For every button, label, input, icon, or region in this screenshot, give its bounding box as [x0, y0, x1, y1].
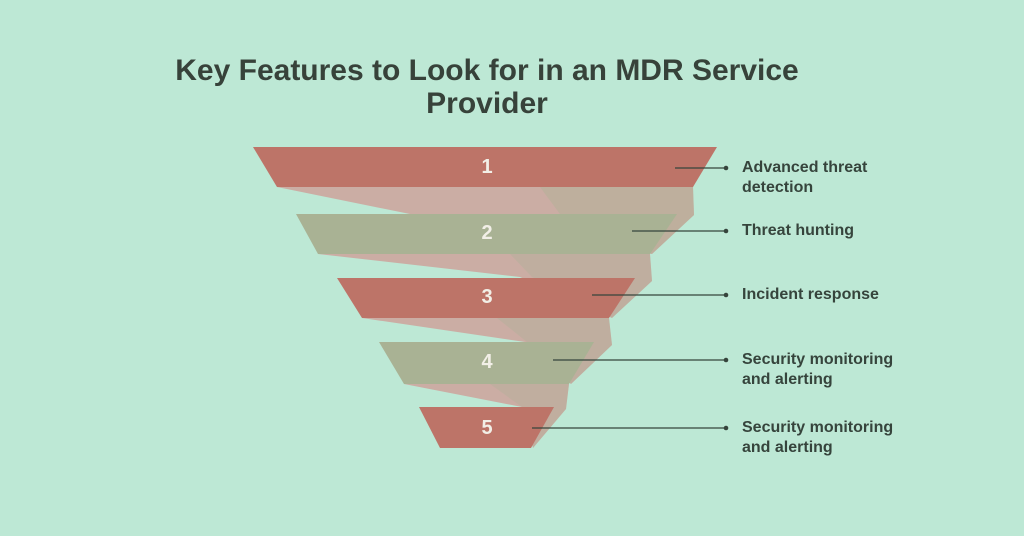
funnel-segment-3: [337, 278, 635, 318]
arrow-dot-3: [723, 292, 729, 298]
arrow-1: [675, 165, 729, 171]
arrow-4: [553, 357, 729, 363]
arrow-dot-4: [723, 357, 729, 363]
arrow-dot-1: [723, 165, 729, 171]
segment-number-2: 2: [481, 222, 493, 244]
arrow-2: [632, 228, 729, 234]
funnel-connector-3-4: [362, 318, 612, 384]
funnel-segment-4: [379, 342, 594, 384]
feature-label-4: Security monitoring and alerting: [742, 351, 894, 388]
page-title: Key Features to Look for in an MDR Servi…: [175, 54, 799, 120]
arrow-3: [592, 292, 729, 298]
arrow-5: [532, 425, 729, 431]
funnel-segment-1: [253, 147, 717, 187]
funnel-segment-5: [419, 407, 554, 448]
feature-label-5: Security monitoring and alerting: [742, 419, 894, 456]
segment-number-1: 1: [481, 156, 493, 178]
feature-label-1: Advanced threat detection: [742, 159, 868, 196]
segment-number-4: 4: [481, 351, 493, 373]
funnel-connector-4-5: [404, 384, 569, 448]
arrow-dot-5: [723, 425, 729, 431]
segment-number-3: 3: [481, 286, 493, 308]
segment-number-5: 5: [481, 417, 493, 439]
feature-label-2: Threat hunting: [742, 222, 854, 239]
funnel-segment-2: [296, 214, 677, 254]
feature-label-3: Incident response: [742, 286, 879, 303]
arrow-dot-2: [723, 228, 729, 234]
funnel-connector-2-3: [318, 254, 652, 318]
